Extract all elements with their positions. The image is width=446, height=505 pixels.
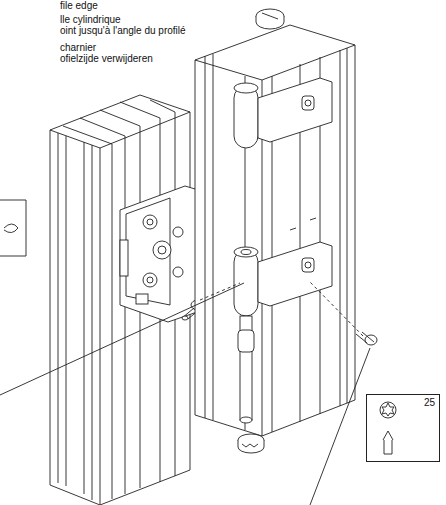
tool-size: 25 [424, 397, 435, 408]
instruction-text: ofielzijde verwijderen [60, 53, 153, 64]
screw [356, 332, 377, 345]
right-profile [195, 25, 355, 436]
sash-hinge-leaf [234, 78, 332, 316]
instruction-text: file edge [60, 0, 98, 11]
torx-icon [380, 402, 396, 454]
detail-box [0, 200, 26, 256]
rotation-symbol [4, 224, 18, 233]
leader-line [310, 348, 370, 505]
top-cap [256, 9, 284, 29]
instruction-text: oint jusqu'à l'angle du profilé [60, 25, 186, 36]
instruction-text: lle cylindrique [60, 14, 121, 25]
assembly-line [200, 282, 363, 336]
leader-line [0, 283, 244, 395]
instruction-text: charnier [60, 42, 96, 53]
bottom-cap [238, 434, 264, 453]
hinge-pin [238, 316, 254, 423]
tool-box: 25 [366, 394, 440, 462]
